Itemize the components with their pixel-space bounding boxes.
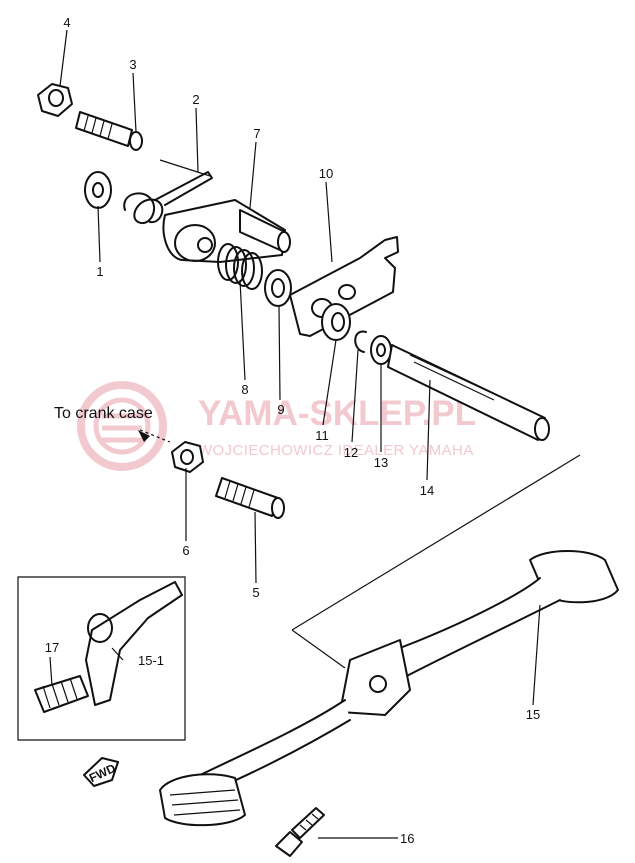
callout-11: 11 xyxy=(315,428,329,443)
inset-shift-lever-end xyxy=(17,576,186,741)
leader-lines xyxy=(49,29,541,839)
part-13-washer xyxy=(370,335,392,365)
callout-15: 15 xyxy=(526,707,540,722)
watermark-logo-icon xyxy=(77,381,167,471)
callout-16: 16 xyxy=(400,831,414,846)
part-11-washer xyxy=(321,303,351,341)
callout-9: 9 xyxy=(277,402,284,417)
part-7-shift-arm xyxy=(162,199,291,263)
watermark-brand: YAMA-SKLEP.PL xyxy=(198,394,476,433)
callout-5: 5 xyxy=(252,585,259,600)
part-6-nut xyxy=(171,441,204,473)
part-4-nut xyxy=(37,83,73,117)
callout-4: 4 xyxy=(63,15,70,30)
part-9-washer xyxy=(264,269,292,307)
fwd-marker: FWD xyxy=(83,757,119,787)
part-16-bolt xyxy=(275,807,325,857)
callout-2: 2 xyxy=(192,92,199,107)
callout-6: 6 xyxy=(182,543,189,558)
watermark: YAMA-SKLEP.PL WOJCIECHOWICZ IDEALER YAMA… xyxy=(77,381,476,471)
part-8-coil-spring xyxy=(217,243,263,290)
to-crank-case-arrow xyxy=(138,430,150,442)
watermark-tagline: WOJCIECHOWICZ IDEALER YAMAHA xyxy=(198,442,474,459)
callout-1: 1 xyxy=(96,264,103,279)
part-1-washer xyxy=(84,171,112,209)
callout-10: 10 xyxy=(319,166,333,181)
callout-8: 8 xyxy=(241,382,248,397)
callout-7: 7 xyxy=(253,126,260,141)
callout-17: 17 xyxy=(45,640,59,655)
part-3-bolt xyxy=(75,111,143,151)
callout-14: 14 xyxy=(420,483,434,498)
annotation-to-crank-case: To crank case xyxy=(54,405,153,422)
callout-15-1: 15-1 xyxy=(138,653,164,668)
fwd-marker-label: FWD xyxy=(87,761,118,785)
callout-12: 12 xyxy=(344,445,358,460)
callout-13: 13 xyxy=(374,455,388,470)
assembly-guide-lines xyxy=(139,159,581,669)
part-14-shaft xyxy=(387,344,550,441)
part-2-spring xyxy=(123,171,213,225)
part-5-bolt xyxy=(215,477,285,519)
callouts: 4 3 2 1 7 10 8 9 11 12 13 14 6 5 15 15-1… xyxy=(45,15,540,846)
part-12-circlip xyxy=(354,330,367,353)
callout-3: 3 xyxy=(129,57,136,72)
arrow-head-icon xyxy=(138,430,150,442)
part-15-shift-pedal xyxy=(159,550,619,827)
